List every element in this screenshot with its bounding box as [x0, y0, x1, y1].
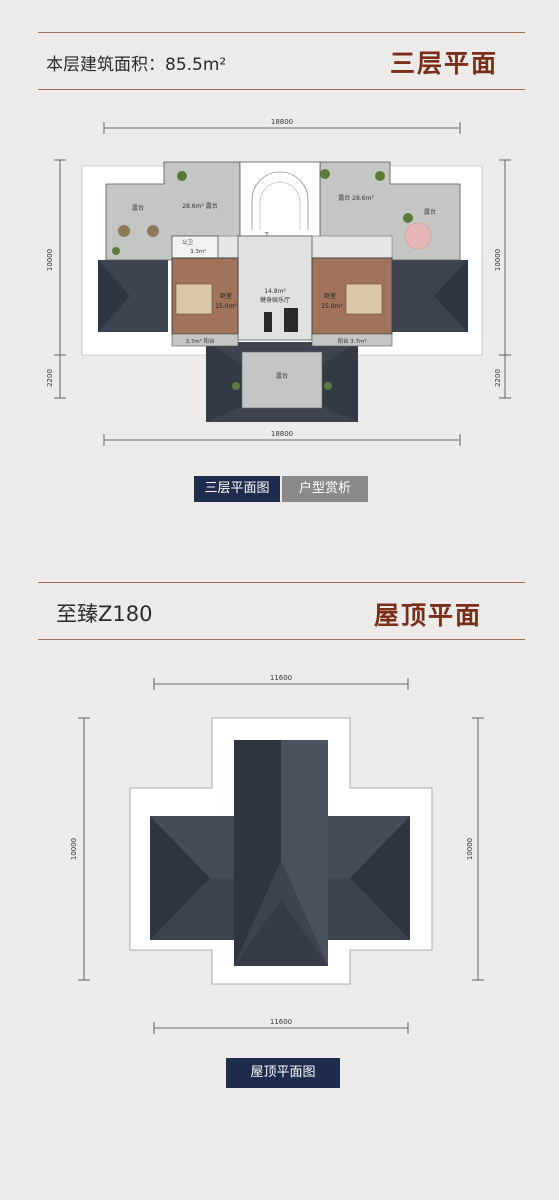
bedroom-right-area: 15.0m² [321, 303, 343, 310]
left-roof [98, 260, 168, 332]
roof-plan-button[interactable]: 屋顶平面图 [226, 1058, 340, 1088]
bedroom-right-label: 卧室 [324, 292, 336, 300]
balcony-right-label: 阳台 3.7m² [337, 337, 366, 345]
third-floor-plan: 18800 18800 10000 2200 10000 2200 露台 露台 … [46, 118, 511, 446]
roof-dim-bottom: 11600 [270, 1018, 292, 1026]
model-name: 至臻Z180 [56, 602, 153, 626]
potted-plants [112, 169, 413, 390]
roof-dim-left: 10000 [70, 838, 78, 860]
floor-plan-title: 三层平面 [390, 49, 499, 78]
gym-area: 14.8m² [264, 288, 286, 295]
dim-left-main-text: 10000 [46, 249, 54, 271]
bedroom-left-label: 卧室 [220, 292, 232, 300]
dim-bottom-text: 18800 [271, 430, 293, 438]
floor-plan-button[interactable]: 三层平面图 [194, 476, 280, 502]
right-roof [392, 260, 468, 332]
roof-plan: 11600 11600 10000 10000 [70, 674, 484, 1034]
gym-equipment [264, 308, 298, 332]
balcony-right [311, 333, 393, 347]
bottom-rule-1 [38, 89, 525, 90]
bedroom-left-area: 15.0m² [215, 303, 237, 310]
layout-analysis-button[interactable]: 户型赏析 [282, 476, 368, 502]
roof-dimension-lines [78, 678, 484, 1034]
bottom-rule-2 [38, 639, 525, 640]
stair-mark: 下 [264, 232, 269, 238]
dim-left-lower-text: 2200 [46, 369, 54, 387]
lounge-chairs [118, 225, 159, 237]
toilet-area: 3.3m² [190, 248, 206, 255]
balcony-left [171, 333, 239, 347]
parasol [404, 222, 432, 250]
dim-right-main-text: 10000 [494, 249, 502, 271]
roof-dim-right: 10000 [466, 838, 474, 860]
toilet-label: 公卫 [182, 239, 194, 246]
terrace-far-right-label: 露台 [424, 208, 436, 216]
terrace-bottom-label: 露台 [276, 372, 288, 380]
balcony-left-label: 3.7m² 阳台 [185, 337, 215, 345]
floor-area-label: 本层建筑面积：85.5m² [46, 55, 227, 75]
stair-hall [239, 161, 321, 239]
gym-label: 健身娱乐厅 [260, 296, 290, 304]
roof-dim-top: 11600 [270, 674, 292, 682]
dim-right-lower-text: 2200 [494, 369, 502, 387]
terrace-left-label: 露台 [132, 204, 144, 212]
terrace-right-area: 露台 28.6m² [338, 194, 374, 202]
terrace-left-area: 28.6m² 露台 [182, 202, 218, 210]
dimension-lines [54, 122, 511, 446]
dim-top-text: 18800 [271, 118, 293, 126]
top-rule-1 [38, 32, 525, 33]
gym-floor [237, 235, 313, 341]
top-rule-2 [38, 582, 525, 583]
roof-plan-title: 屋顶平面 [374, 601, 483, 630]
